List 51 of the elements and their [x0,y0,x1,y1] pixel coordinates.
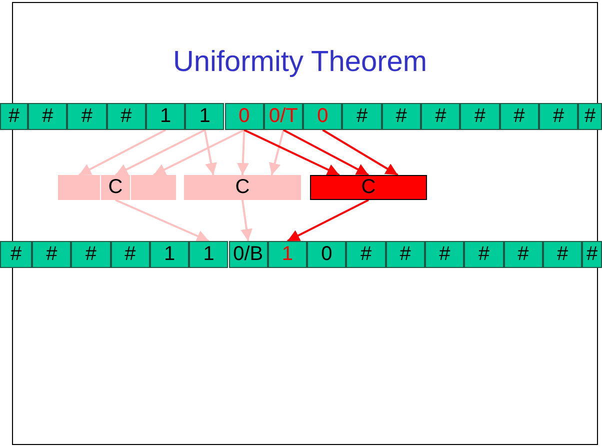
tape-cell: 1 [185,103,224,130]
tape-cell: # [0,103,28,130]
arrow [115,129,206,176]
tape-cell: 0/T [264,103,304,130]
arrow [322,129,398,176]
tape-cell: 1 [189,241,228,268]
tape-cell: # [582,241,602,268]
arrow [240,200,252,242]
arrow [236,130,249,176]
tape-cell: # [382,103,421,130]
tape-cell: 1 [268,241,308,268]
tape-cell: # [425,241,464,268]
tape-cell: 1 [146,103,186,130]
cell-block: C [310,175,427,200]
arrow [78,129,166,176]
tape-cell: # [342,103,382,130]
tape-cell: # [106,103,146,130]
cell-block: C [101,175,130,200]
tape-cell: # [542,241,582,268]
tape-cell: # [460,103,500,130]
tape-cell: # [71,241,111,268]
tape-cell: # [538,103,578,130]
arrow [268,130,284,176]
tape-cell: # [28,103,68,130]
arrow [204,130,217,176]
tape-cell: # [578,103,602,130]
tape-cell: # [67,103,107,130]
tape-cell: # [110,241,150,268]
arrow [244,129,340,176]
cell-block [58,175,100,200]
tape-cell: 0 [224,103,264,130]
tape-cell: 0 [307,241,346,268]
tape-cell: # [346,241,386,268]
arrow [153,129,245,176]
node-label: C [108,176,123,198]
cell-block [131,175,176,200]
tape-cell: 1 [150,241,190,268]
tape-cell: 0 [303,103,342,130]
tape-cell: # [0,241,32,268]
tape-cell: # [500,103,539,130]
arrow [287,199,369,242]
tape-cell: # [32,241,72,268]
arrow [282,129,369,176]
tape-cell: # [421,103,460,130]
arrow [115,199,210,242]
slide-title: Uniformity Theorem [172,46,428,79]
cell-block: C [184,175,301,200]
tape-cell: # [504,241,543,268]
tape-cell: # [464,241,504,268]
tape-cell: 0/B [228,241,268,268]
tape-cell: # [386,241,425,268]
